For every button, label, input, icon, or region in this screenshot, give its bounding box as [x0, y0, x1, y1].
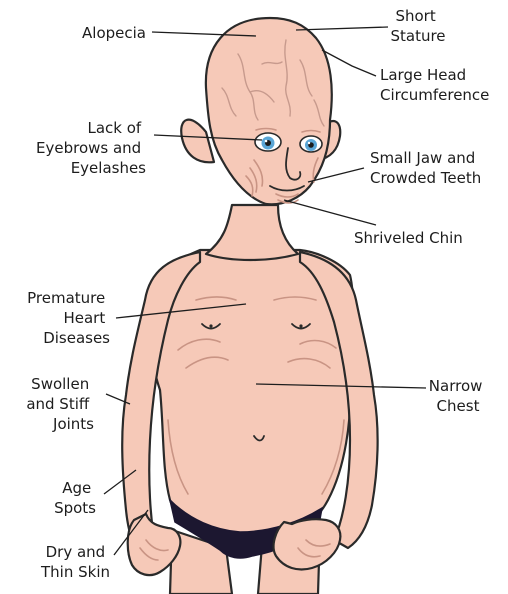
label-large-head-circumference: Large Head Circumference [380, 66, 489, 104]
label-premature-heart-diseases: Premature Heart Diseases [27, 289, 110, 347]
label-lack-of-eyebrows: Lack of Eyebrows and Eyelashes [36, 119, 146, 177]
label-shriveled-chin: Shriveled Chin [354, 229, 463, 247]
child-figure [122, 18, 377, 594]
label-dry-thin-skin: Dry and Thin Skin [40, 543, 110, 581]
label-alopecia: Alopecia [82, 24, 146, 42]
torso [148, 250, 354, 548]
label-small-jaw: Small Jaw and Crowded Teeth [370, 149, 481, 187]
label-swollen-joints: Swollen and Stiff Joints [26, 375, 94, 433]
label-narrow-chest: Narrow Chest [429, 377, 487, 415]
neck [206, 205, 298, 260]
label-age-spots: Age Spots [54, 479, 96, 517]
label-short-stature: Short Stature [390, 7, 445, 45]
